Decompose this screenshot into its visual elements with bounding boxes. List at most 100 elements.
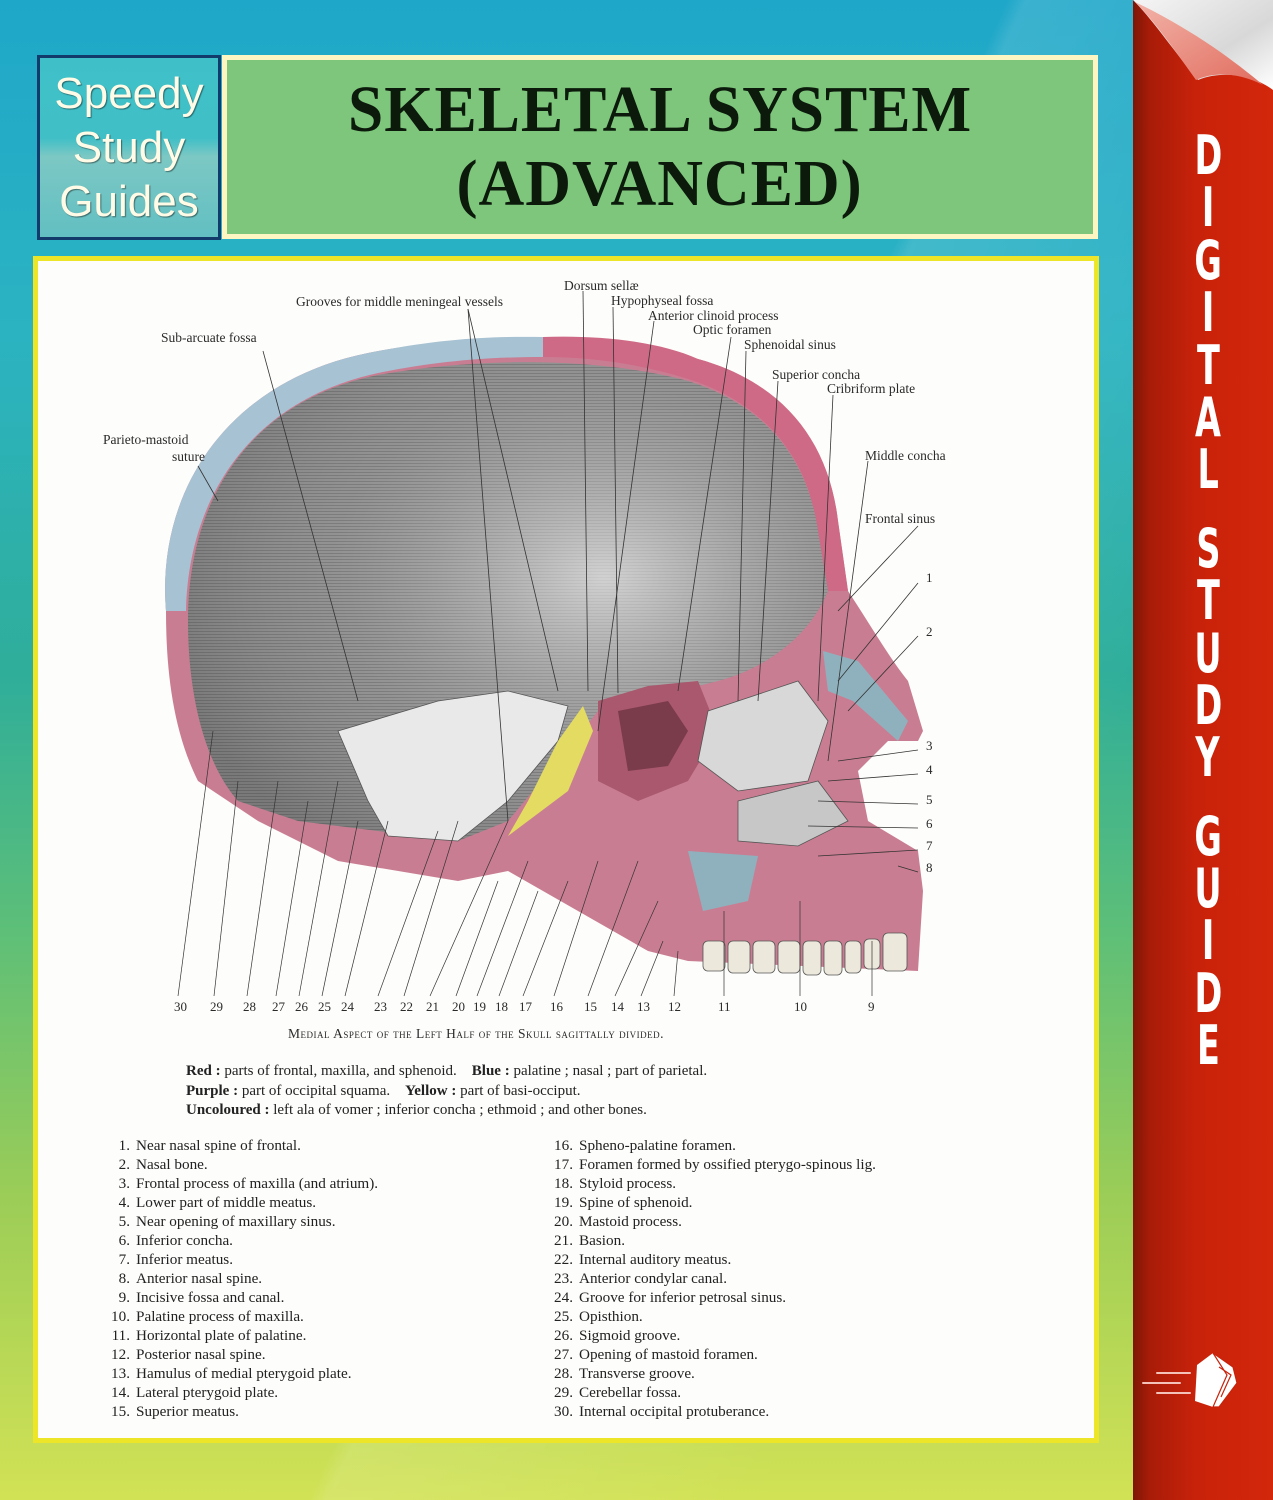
legend-item: 26.Sigmoid groove. bbox=[554, 1327, 681, 1344]
logo-word: Speedy bbox=[54, 68, 204, 118]
page-curl-icon bbox=[1133, 0, 1273, 90]
figure-number: 3 bbox=[926, 738, 933, 753]
figure-number: 9 bbox=[868, 999, 875, 1014]
figure-label: Cribriform plate bbox=[827, 381, 916, 396]
red-spine-band bbox=[1133, 0, 1273, 1500]
legend-item: 8.Anterior nasal spine. bbox=[118, 1270, 263, 1287]
figure-number: 11 bbox=[718, 999, 731, 1014]
spine-letter: E bbox=[1196, 1014, 1220, 1078]
figure-label: suture bbox=[172, 449, 205, 464]
legend-item: 5.Near opening of maxillary sinus. bbox=[118, 1213, 336, 1230]
legend-item: 28.Transverse groove. bbox=[554, 1365, 695, 1382]
spine-letter: U bbox=[1194, 621, 1222, 685]
spine-letter: L bbox=[1197, 438, 1219, 502]
spine-letter: Y bbox=[1195, 726, 1221, 790]
figure-number: 17 bbox=[519, 999, 532, 1014]
legend-item: 3.Frontal process of maxilla (and atrium… bbox=[118, 1175, 379, 1192]
figure-label: Optic foramen bbox=[693, 322, 772, 337]
key-label-blue: Blue : bbox=[471, 1063, 510, 1079]
legend-item: 4.Lower part of middle meatus. bbox=[118, 1194, 317, 1211]
figure-label: Sub-arcuate fossa bbox=[161, 330, 257, 345]
key-text: part of basi-occiput. bbox=[456, 1082, 581, 1099]
legend-item: 16.Spheno-palatine foramen. bbox=[554, 1137, 736, 1154]
colour-key-row: Uncoloured : left ala of vomer ; inferio… bbox=[186, 1101, 707, 1121]
legend-item: 1.Near nasal spine of frontal. bbox=[118, 1137, 301, 1154]
legend-item: 12.Posterior nasal spine. bbox=[111, 1346, 266, 1363]
flying-book-icon bbox=[1142, 1352, 1238, 1408]
figure-label: Superior concha bbox=[772, 367, 861, 382]
legend-item: 2.Nasal bone. bbox=[118, 1156, 208, 1173]
colour-key-row: Red : parts of frontal, maxilla, and sph… bbox=[186, 1062, 707, 1082]
legend-item: 20.Mastoid process. bbox=[554, 1213, 682, 1230]
legend-item: 27.Opening of mastoid foramen. bbox=[554, 1346, 758, 1363]
legend-item: 14.Lateral pterygoid plate. bbox=[111, 1384, 279, 1401]
legend-right: 16.Spheno-palatine foramen. 17.Foramen f… bbox=[543, 1136, 876, 1421]
key-text: left ala of vomer ; inferior concha ; et… bbox=[269, 1102, 647, 1118]
spine-letter: A bbox=[1195, 385, 1221, 449]
spine-letter: I bbox=[1201, 281, 1215, 345]
key-text: part of occipital squama. bbox=[238, 1082, 391, 1099]
spine-letter: S bbox=[1195, 516, 1221, 580]
logo-word: Study bbox=[72, 122, 186, 172]
figure-number: 15 bbox=[584, 999, 597, 1014]
figure-number: 18 bbox=[495, 999, 508, 1014]
figure-label: Grooves for middle meningeal vessels bbox=[296, 294, 503, 309]
legend-item: 18.Styloid process. bbox=[554, 1175, 677, 1192]
figure-number: 26 bbox=[295, 999, 308, 1014]
legend-item: 29.Cerebellar fossa. bbox=[554, 1384, 682, 1401]
figure-number: 10 bbox=[794, 999, 807, 1014]
key-text: parts of frontal, maxilla, and sphenoid. bbox=[220, 1063, 457, 1079]
figure-number: 12 bbox=[668, 999, 681, 1014]
spine-letter: T bbox=[1196, 333, 1220, 397]
spine-letter: T bbox=[1196, 569, 1220, 633]
figure-number: 2 bbox=[926, 624, 933, 639]
legend-item: 7.Inferior meatus. bbox=[118, 1251, 233, 1268]
spine-letter: D bbox=[1194, 673, 1222, 737]
key-label-purple: Purple : bbox=[186, 1082, 239, 1099]
figure-label: Sphenoidal sinus bbox=[744, 337, 836, 352]
figure-caption: Medial Aspect of the Left Half of the Sk… bbox=[288, 1026, 664, 1041]
spine-letter: U bbox=[1194, 857, 1222, 921]
logo-word: Guides bbox=[59, 176, 199, 226]
legend-item: 21.Basion. bbox=[554, 1232, 625, 1249]
figure-number: 23 bbox=[374, 999, 387, 1014]
figure-number: 1 bbox=[926, 570, 933, 585]
colour-key: Red : parts of frontal, maxilla, and sph… bbox=[186, 1062, 707, 1121]
legend-item: 23.Anterior condylar canal. bbox=[554, 1270, 728, 1287]
figure-number: 27 bbox=[272, 999, 285, 1014]
spine-letter: I bbox=[1201, 909, 1215, 973]
colour-key-row: Purple : part of occipital squama. Yello… bbox=[186, 1082, 707, 1102]
figure-label: Parieto-mastoid bbox=[103, 432, 189, 447]
figure-number: 14 bbox=[611, 999, 624, 1014]
figure-number: 22 bbox=[400, 999, 413, 1014]
legend-item: 17.Foramen formed by ossified pterygo-sp… bbox=[554, 1156, 876, 1173]
figure-number: 29 bbox=[210, 999, 223, 1014]
figure-number: 25 bbox=[318, 999, 331, 1014]
legend-item: 15.Superior meatus. bbox=[111, 1403, 239, 1420]
figure-number: 4 bbox=[926, 762, 933, 777]
figure-number: 28 bbox=[243, 999, 256, 1014]
book-title-line1: SKELETAL SYSTEM bbox=[347, 73, 973, 146]
figure-number: 6 bbox=[926, 816, 933, 831]
spine-letter: D bbox=[1194, 961, 1222, 1025]
key-label-yellow: Yellow : bbox=[405, 1082, 457, 1099]
legend-item: 9.Incisive fossa and canal. bbox=[118, 1289, 285, 1306]
figure-label: Middle concha bbox=[865, 448, 946, 463]
figure-number: 7 bbox=[926, 838, 933, 853]
spine-letter: G bbox=[1194, 804, 1222, 868]
figure-number: 30 bbox=[174, 999, 187, 1014]
spine-letter: I bbox=[1201, 176, 1215, 240]
figure-label: Frontal sinus bbox=[865, 511, 936, 526]
legend-item: 25.Opisthion. bbox=[554, 1308, 643, 1325]
legend-item: 13.Hamulus of medial pterygoid plate. bbox=[111, 1365, 352, 1382]
spine-letter: G bbox=[1194, 228, 1222, 292]
legend-item: 6.Inferior concha. bbox=[118, 1232, 233, 1249]
figure-number: 20 bbox=[452, 999, 465, 1014]
legend-item: 24.Groove for inferior petrosal sinus. bbox=[554, 1289, 787, 1306]
figure-label: Hypophyseal fossa bbox=[611, 293, 714, 308]
figure-number: 5 bbox=[926, 792, 933, 807]
spine-vertical-text: D I G I T A L S T U D Y G U I D E bbox=[1178, 128, 1238, 1078]
figure-number: 16 bbox=[550, 999, 563, 1014]
speedy-study-guides-logo: Speedy Study Guides bbox=[37, 55, 221, 240]
figure-number: 21 bbox=[426, 999, 439, 1014]
